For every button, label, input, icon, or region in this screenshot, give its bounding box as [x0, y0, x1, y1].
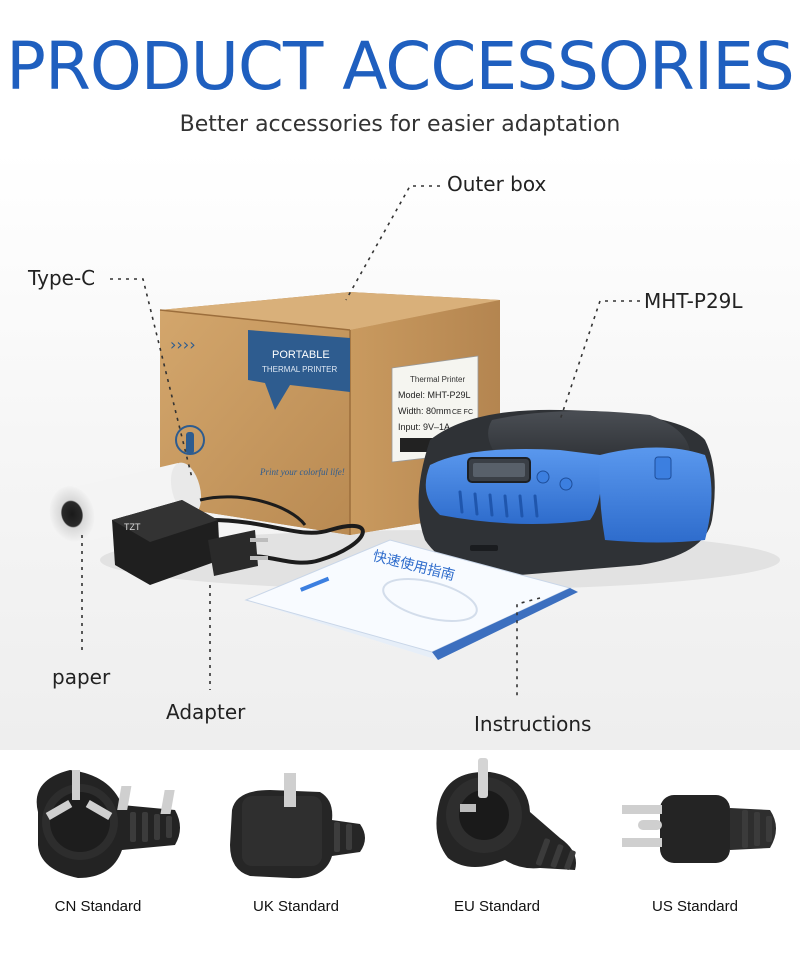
- printer-button-icon: [559, 477, 573, 491]
- callout-type-c: Type-C: [28, 266, 96, 290]
- box-banner-line1: PORTABLE: [272, 349, 330, 361]
- callout-outer-box: Outer box: [447, 172, 547, 196]
- label-model: Model: MHT-P29L: [398, 390, 471, 400]
- thermal-printer: [418, 409, 715, 576]
- plug-label-cn: CN Standard: [54, 898, 142, 915]
- uk-plug-icon: [117, 773, 365, 879]
- label-width: Width: 80mm: [398, 406, 451, 416]
- outer-box: PORTABLE THERMAL PRINTER ›››› Print your…: [159, 292, 500, 535]
- us-plug-icon: [622, 795, 776, 863]
- printer-side-grip: [599, 447, 712, 543]
- callout-paper: paper: [52, 665, 111, 689]
- page-title: PRODUCT ACCESSORIES: [6, 28, 795, 105]
- label-title: Thermal Printer: [410, 375, 465, 384]
- callout-printer-model: MHT-P29L: [644, 289, 743, 313]
- plug-label-us: US Standard: [652, 898, 738, 915]
- callout-instructions: Instructions: [474, 712, 592, 736]
- power-adapter: TZT: [112, 495, 365, 585]
- chevron-arrows-icon: ››››: [170, 335, 196, 354]
- box-banner: [248, 330, 350, 410]
- eu-plug-icon: [436, 758, 576, 870]
- instruction-manual: 快速使用指南: [244, 539, 578, 660]
- callout-adapter: Adapter: [166, 700, 246, 724]
- box-banner-line2: THERMAL PRINTER: [262, 365, 337, 374]
- box-slogan: Print your colorful life!: [259, 467, 345, 477]
- printer-port-icon: [470, 545, 498, 551]
- plug-label-eu: EU Standard: [454, 898, 540, 915]
- label-cert-marks: CE FC: [452, 409, 473, 416]
- callout-leader-lines: [81, 185, 640, 700]
- adapter-brand-label: TZT: [124, 522, 141, 532]
- plug-label-uk: UK Standard: [253, 898, 339, 915]
- page-subtitle: Better accessories for easier adaptation: [179, 112, 621, 137]
- cn-plug-icon: [36, 770, 180, 878]
- printer-button-icon: [536, 470, 550, 484]
- printer-latch-icon: [654, 456, 672, 480]
- label-input: Input: 9V–1A: [398, 422, 450, 432]
